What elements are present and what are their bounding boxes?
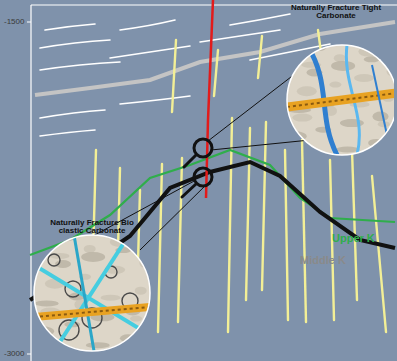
depth-tick: -1500 [4,17,24,26]
inset-title: Naturally Fracture Bio clastic Carbonate [40,219,144,236]
horizon-label: Upper K [332,232,375,244]
zoom-inset: Naturally Fracture Tight Carbonate [278,4,394,158]
inset-title: Naturally Fracture Tight Carbonate [286,4,386,21]
horizon-label: Middle K [300,254,346,266]
zoom-inset: Naturally Fracture Bio clastic Carbonate [30,219,154,355]
depth-tick: -3000 [4,349,24,358]
thin-section-photo [278,4,394,158]
thin-section-photo [30,219,154,355]
